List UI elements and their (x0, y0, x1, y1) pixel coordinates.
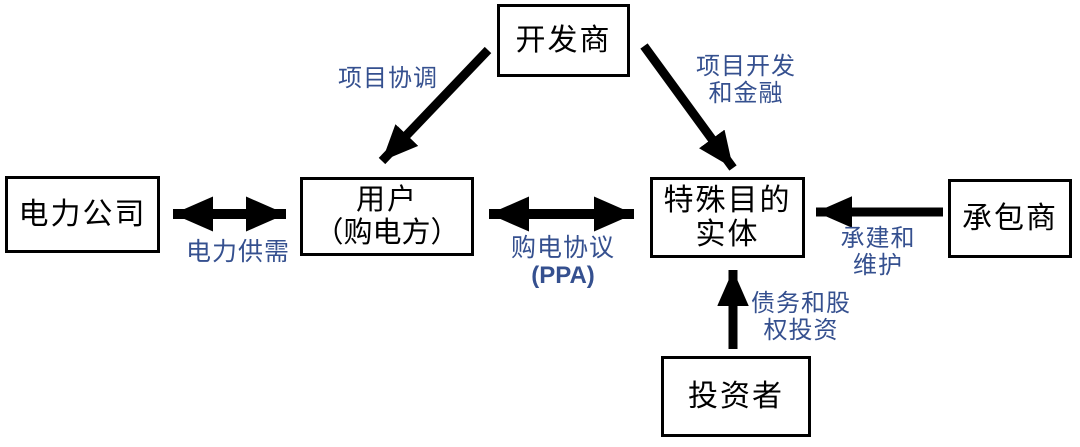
node-spe: 特殊目的 实体 (650, 177, 805, 258)
node-contractor: 承包商 (948, 179, 1072, 258)
node-developer-label: 开发商 (515, 23, 612, 57)
edge-label-project-dev-finance-line2: 和金融 (708, 81, 784, 107)
edge-label-power-supply-demand: 电力供需 (178, 239, 298, 266)
arrow-developer-user (378, 46, 492, 165)
node-user: 用户 （购电方） (300, 177, 474, 256)
edge-label-debt-equity-line1: 债务和股 (751, 291, 851, 317)
edge-label-power-supply-demand-text: 电力供需 (185, 239, 290, 266)
edge-label-project-coordination: 项目协调 (328, 66, 448, 93)
edge-label-ppa: 购电协议 (PPA) (502, 235, 624, 289)
node-user-label-line2: （购电方） (314, 216, 460, 249)
edge-label-construction-maintenance-line2: 维护 (853, 253, 903, 279)
node-spe-label-line2: 实体 (695, 217, 760, 251)
node-spe-label-line1: 特殊目的 (663, 183, 792, 217)
edge-label-ppa-line2: (PPA) (531, 262, 595, 289)
node-power-company-label: 电力公司 (18, 197, 147, 231)
edge-label-construction-maintenance: 承建和 维护 (828, 226, 928, 280)
node-user-label-line1: 用户 (355, 183, 418, 216)
edge-label-ppa-line1: 购电协议 (510, 235, 615, 262)
edge-label-construction-maintenance-line1: 承建和 (840, 226, 916, 252)
node-contractor-label: 承包商 (962, 201, 1058, 235)
node-investor-label: 投资者 (688, 379, 784, 413)
edge-label-project-dev-finance-line1: 项目开发 (696, 54, 796, 80)
node-power-company: 电力公司 (5, 176, 160, 253)
edge-label-project-coordination-text: 项目协调 (338, 66, 438, 92)
edge-label-debt-equity-line2: 权投资 (763, 318, 839, 344)
edge-label-debt-equity: 债务和股 权投资 (741, 291, 861, 345)
arrow-developer-spe (640, 43, 737, 171)
node-developer: 开发商 (497, 4, 630, 77)
node-investor: 投资者 (661, 356, 811, 437)
edge-label-project-dev-finance: 项目开发 和金融 (676, 54, 816, 108)
